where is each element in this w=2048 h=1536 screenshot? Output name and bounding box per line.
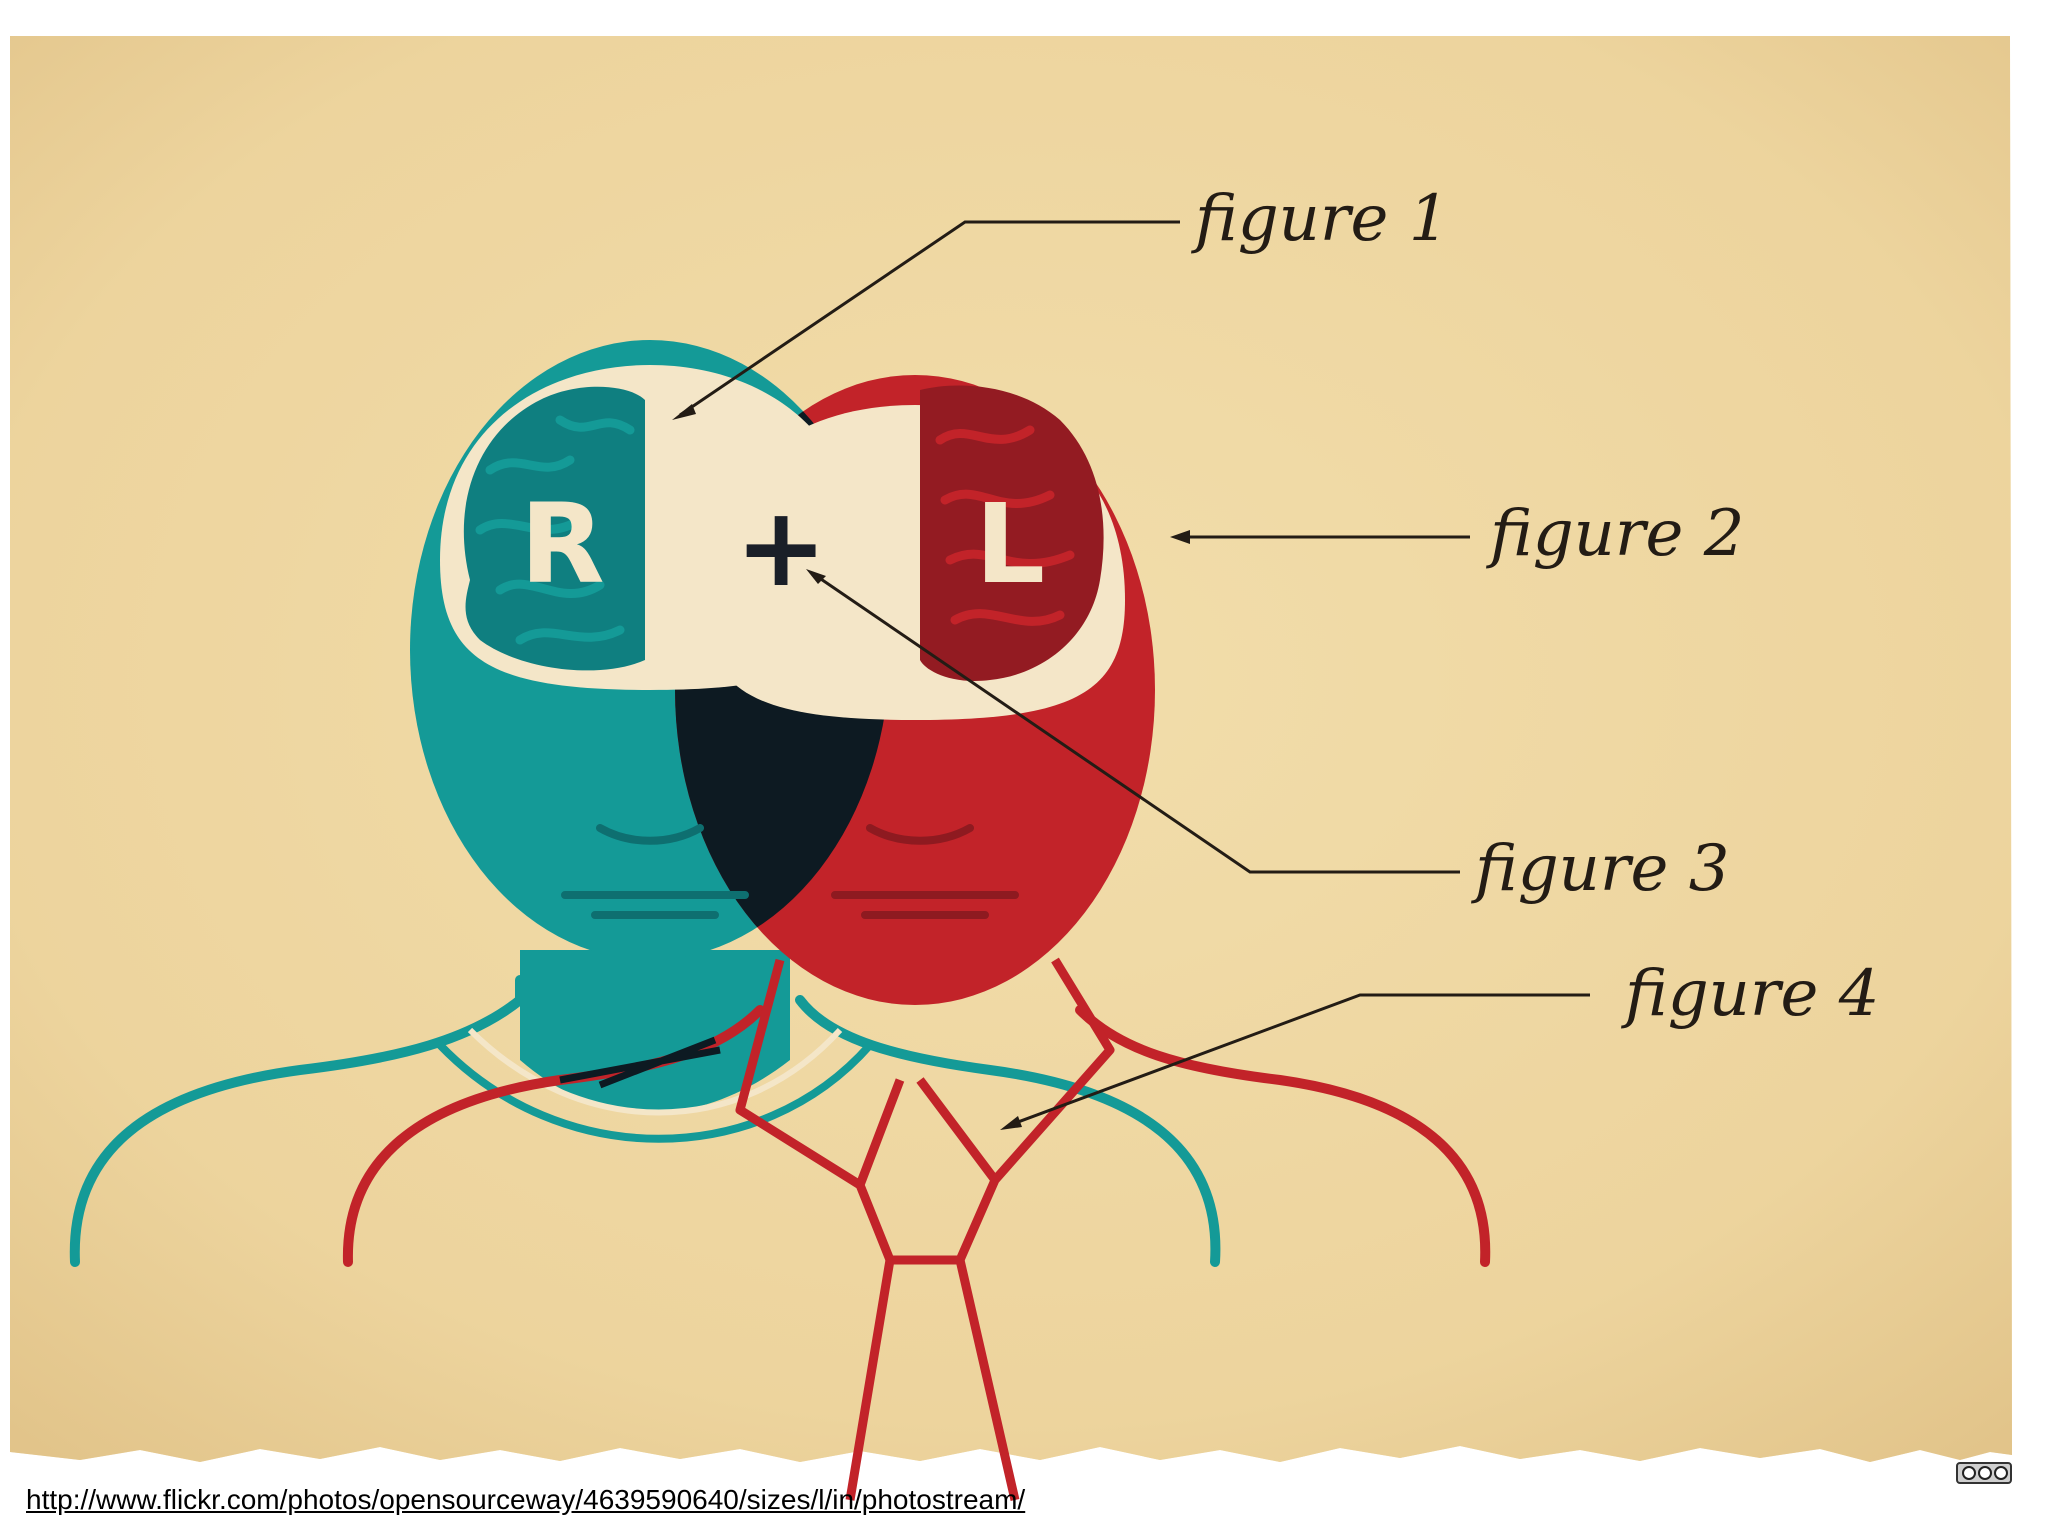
plus-symbol: + — [735, 483, 827, 611]
teal-face — [561, 824, 749, 919]
label-figure-2: figure 2 — [1486, 497, 1744, 571]
red-tie — [845, 1258, 1020, 1502]
left-brain-letter: L — [975, 480, 1045, 608]
cc-by-sa-icon — [1956, 1462, 2012, 1484]
label-figure-1: figure 1 — [1191, 182, 1449, 256]
teal-shoulders — [69, 975, 1221, 1267]
right-brain-letter: R — [520, 480, 605, 608]
leader-line-3 — [814, 573, 1460, 874]
source-link[interactable]: http://www.flickr.com/photos/opensourcew… — [26, 1484, 1026, 1515]
leader-line-1 — [679, 220, 1180, 417]
label-figure-4: figure 4 — [1621, 957, 1879, 1031]
leader-line-4 — [1009, 993, 1590, 1127]
red-collar — [735, 957, 1115, 1265]
red-face — [831, 824, 1019, 919]
red-brain — [920, 385, 1104, 681]
label-figure-3: figure 3 — [1471, 832, 1729, 906]
